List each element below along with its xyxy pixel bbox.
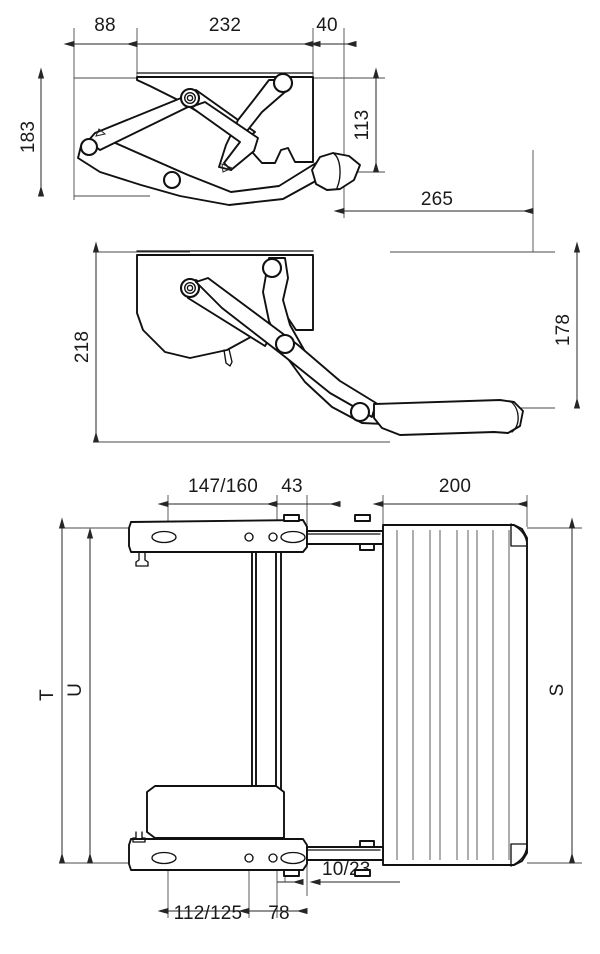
leader-arrow-b bbox=[221, 163, 234, 173]
pivot-hole-front bbox=[79, 137, 99, 157]
inner-bracket-retracted bbox=[190, 101, 259, 171]
pivot-hole-upper-right bbox=[272, 72, 294, 94]
dim-147-160-text: 147/160 bbox=[188, 476, 258, 497]
bottom-rail-slot-right bbox=[280, 851, 306, 865]
dimension-40: 40 bbox=[309, 15, 357, 48]
dim-112-125-text: 112/125 bbox=[174, 903, 243, 924]
bottom-rail-hole-mid bbox=[244, 853, 254, 863]
dim-S-text: S bbox=[547, 684, 568, 697]
view-retracted-side: 88 232 40 183 113 265 bbox=[18, 15, 534, 218]
dim-232-text: 232 bbox=[209, 15, 241, 36]
leader-arrow-a bbox=[95, 128, 107, 137]
dim-183-text: 183 bbox=[18, 121, 39, 153]
dim-113-text: 113 bbox=[352, 110, 373, 141]
dimension-78: 78 bbox=[238, 903, 308, 924]
dimension-113: 113 bbox=[352, 67, 380, 173]
dimension-112-125: 112/125 bbox=[157, 903, 250, 924]
pivot-hole-deployed-top bbox=[261, 257, 283, 279]
dim-218-text: 218 bbox=[72, 331, 93, 363]
dimension-S: S bbox=[547, 517, 576, 864]
dim-T-text: T bbox=[37, 689, 58, 701]
top-rail-hole-right bbox=[268, 532, 278, 542]
bottom-mounting-rail bbox=[128, 838, 308, 871]
dim-U-text: U bbox=[65, 683, 86, 697]
pivot-hole-deployed-mid bbox=[274, 333, 296, 355]
dim-78-text: 78 bbox=[268, 903, 290, 924]
motor-housing bbox=[146, 785, 285, 839]
dim-178-text: 178 bbox=[553, 314, 574, 346]
locking-pin-deployed bbox=[223, 348, 233, 367]
top-rail-tab-b bbox=[354, 514, 371, 522]
tread-end-cap-top bbox=[510, 523, 528, 547]
dim-40-text: 40 bbox=[316, 15, 338, 36]
pivot-bolt-mid bbox=[179, 87, 201, 109]
dim-265-text: 265 bbox=[421, 189, 453, 210]
top-arm-stud bbox=[359, 543, 375, 551]
tread-tube-retracted bbox=[311, 152, 361, 191]
dimension-265: 265 bbox=[333, 189, 534, 215]
dimension-178: 178 bbox=[553, 241, 581, 409]
dim-43-text: 43 bbox=[281, 476, 303, 497]
top-mounting-rail bbox=[128, 519, 308, 553]
bottom-rail-stud-left bbox=[132, 831, 146, 843]
view-deployed-side: 218 178 bbox=[72, 218, 581, 443]
tread-tube-endcap bbox=[332, 152, 341, 189]
dimension-U: U bbox=[65, 527, 94, 864]
bottom-rail-slot-left bbox=[151, 851, 177, 865]
top-arm-extension bbox=[306, 530, 384, 545]
bottom-rail-hole-right bbox=[268, 853, 278, 863]
top-rail-slot-left bbox=[151, 530, 177, 544]
top-rail-hole-mid bbox=[244, 532, 254, 542]
top-rail-tab-a bbox=[283, 514, 300, 522]
tread-end-cap-bottom bbox=[510, 843, 528, 867]
pivot-bolt-mid-inner bbox=[184, 92, 196, 104]
pivot-bolt-deployed-upper bbox=[179, 277, 201, 299]
pivot-hole-lower bbox=[162, 170, 182, 190]
pivot-bolt-mid-core bbox=[186, 94, 194, 102]
view-plan: 147/160 43 200 T U S bbox=[37, 476, 582, 924]
dim-200-text: 200 bbox=[439, 476, 471, 497]
dimension-T: T bbox=[37, 517, 66, 864]
tread-tube-deployed bbox=[373, 399, 524, 436]
dimension-43: 43 bbox=[266, 476, 341, 508]
bottom-arm-extension bbox=[306, 846, 384, 861]
pivot-hole-deployed-low bbox=[349, 401, 371, 423]
dimension-183: 183 bbox=[18, 67, 45, 197]
bottom-rail-tab-b bbox=[354, 869, 371, 877]
tread-tube-deployed-endcap bbox=[509, 400, 519, 433]
dimension-218: 218 bbox=[72, 241, 100, 443]
top-rail-slot-right bbox=[280, 530, 306, 544]
dimension-200: 200 bbox=[372, 476, 528, 508]
dimension-147-160: 147/160 bbox=[157, 476, 278, 508]
tread-plate bbox=[382, 524, 528, 866]
bottom-rail-tab-a bbox=[283, 869, 300, 877]
dimension-232: 232 bbox=[126, 15, 314, 48]
bottom-arm-stud bbox=[359, 840, 375, 848]
dim-88-text: 88 bbox=[94, 15, 116, 36]
tread-slats bbox=[396, 530, 510, 860]
top-rail-stud-left bbox=[135, 551, 149, 567]
